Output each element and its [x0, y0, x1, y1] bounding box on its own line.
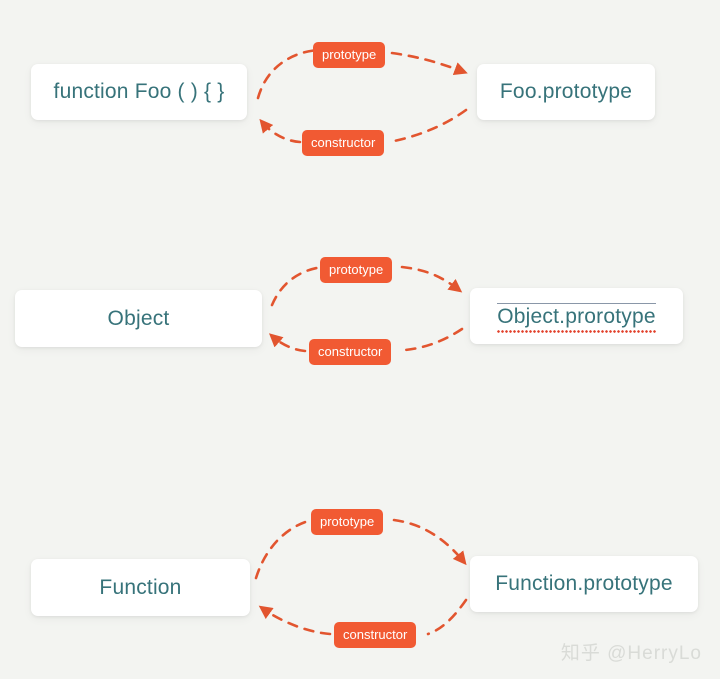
node-label-misspelled: Object.prorotype: [497, 303, 657, 333]
node-label: Function: [99, 575, 182, 599]
edge-label-prototype[interactable]: prototype: [311, 509, 384, 535]
node-function[interactable]: Function: [31, 559, 250, 616]
edge-label-constructor[interactable]: constructor: [334, 622, 417, 648]
node-function-foo[interactable]: function Foo ( ) { }: [31, 64, 247, 120]
node-label: Foo.prototype: [499, 80, 633, 103]
node-label: Object: [107, 306, 170, 330]
watermark: 知乎 @HerryLo: [560, 643, 702, 664]
node-object[interactable]: Object: [15, 290, 262, 347]
node-foo-prototype[interactable]: Foo.prototype: [477, 64, 655, 120]
edge-label-prototype[interactable]: prototype: [320, 257, 393, 283]
edge-label-prototype[interactable]: prototype: [313, 42, 386, 68]
edge-label-constructor[interactable]: constructor: [302, 130, 385, 156]
node-label: Function.prototype: [495, 572, 673, 595]
node-function-prototype[interactable]: Function.prototype: [470, 556, 698, 612]
node-object-prototype[interactable]: Object.prorotype: [470, 288, 683, 344]
node-label: function Foo ( ) { }: [53, 80, 225, 103]
edge-label-constructor[interactable]: constructor: [309, 339, 392, 365]
